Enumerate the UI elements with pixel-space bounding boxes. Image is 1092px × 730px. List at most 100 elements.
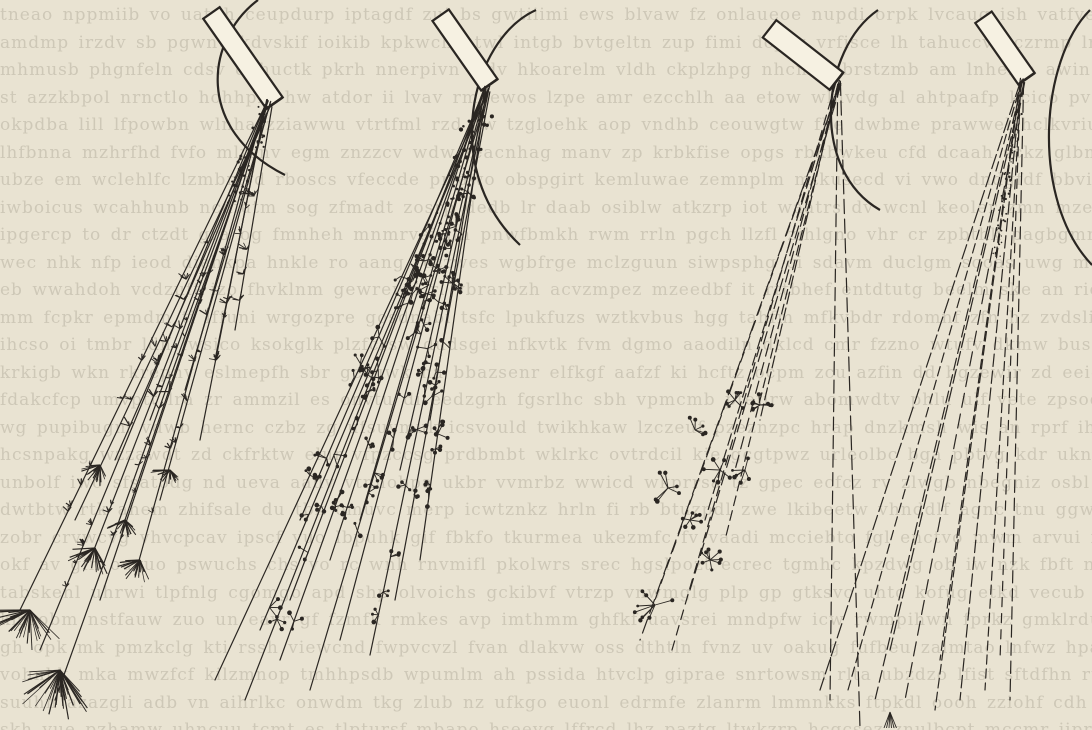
spark-branch xyxy=(655,600,672,605)
spark-dot xyxy=(458,160,461,163)
spark-dot xyxy=(433,451,437,455)
panel-1-solid-brush-streaks xyxy=(0,0,285,719)
spark-dot xyxy=(456,188,459,191)
spark-dot xyxy=(436,212,438,214)
spark-dot xyxy=(452,185,455,188)
ink-fleck xyxy=(263,146,265,148)
spark-dot xyxy=(655,499,660,504)
spark-dot xyxy=(318,475,322,479)
spark-dot xyxy=(268,620,272,624)
spark-dot xyxy=(433,426,437,430)
spark-dot xyxy=(735,474,738,477)
spark-dot xyxy=(722,458,726,462)
spark-dot xyxy=(415,271,418,274)
spark-dot xyxy=(443,246,447,250)
spark-dot xyxy=(390,447,394,451)
spark-dot xyxy=(472,146,475,149)
spark-dot xyxy=(408,488,411,491)
spark-dot xyxy=(418,290,422,294)
spark-dot xyxy=(633,610,637,614)
spark-dot xyxy=(371,613,374,616)
spark-dot xyxy=(429,260,433,264)
spark-dot xyxy=(358,534,363,539)
ink-fleck xyxy=(240,173,243,176)
ink-fleck xyxy=(240,193,242,195)
spark-dot xyxy=(425,504,430,509)
spark-dot xyxy=(394,278,397,281)
tube-icon xyxy=(432,9,497,90)
spark-dot xyxy=(314,503,319,508)
spark-dot xyxy=(452,197,455,200)
spark-dot xyxy=(434,240,436,242)
spark-dot xyxy=(455,176,458,179)
dashed-streak xyxy=(705,80,839,520)
ink-fleck xyxy=(227,202,229,204)
spark-dot xyxy=(747,477,751,481)
streak-line xyxy=(300,87,485,520)
spark-dot xyxy=(427,355,430,358)
ink-fleck xyxy=(1008,176,1010,178)
ink-fleck xyxy=(228,195,230,197)
spark-dot xyxy=(334,509,337,512)
spark-dot xyxy=(343,454,347,458)
spark-dot xyxy=(701,561,705,565)
spark-dot xyxy=(304,518,308,522)
spark-dot xyxy=(458,290,462,294)
spark-dot xyxy=(750,401,755,406)
dashed-streak xyxy=(875,79,1023,700)
spark-dot xyxy=(424,282,427,285)
spark-dot xyxy=(675,485,679,489)
ink-fleck xyxy=(1001,200,1003,202)
spark-dot xyxy=(739,481,743,485)
spark-dot xyxy=(396,484,400,488)
spark-dot xyxy=(436,264,440,268)
spark-dot xyxy=(468,120,471,123)
spark-dot xyxy=(741,406,745,410)
spark-tuft-stroke xyxy=(160,340,165,341)
spark-dot xyxy=(711,457,716,462)
tube-icon xyxy=(763,20,844,90)
ink-fleck xyxy=(240,199,242,201)
ink-fleck xyxy=(264,113,266,115)
spark-dot xyxy=(420,318,423,321)
spark-dot xyxy=(409,287,414,292)
spark-dot xyxy=(691,511,695,515)
dashed-streak xyxy=(690,85,841,590)
spark-dot xyxy=(414,266,419,271)
spark-tuft-stroke xyxy=(111,500,112,505)
spark-dot xyxy=(460,283,463,286)
spark-dot xyxy=(377,381,380,384)
spark-dot xyxy=(406,435,411,440)
ink-fleck xyxy=(239,155,242,158)
spark-dot xyxy=(371,620,376,625)
spark-dot xyxy=(352,427,355,430)
ink-fleck xyxy=(239,169,242,172)
ink-fleck xyxy=(233,184,236,187)
ink-fleck xyxy=(1013,146,1015,148)
ink-fleck xyxy=(1013,120,1015,122)
spark-dot xyxy=(472,176,476,180)
spark-dot xyxy=(444,228,447,231)
spark-dot xyxy=(693,418,697,422)
spark-dot xyxy=(441,230,443,232)
spark-dot xyxy=(746,457,750,461)
spark-dot xyxy=(430,387,434,391)
spark-dot xyxy=(469,147,472,150)
spark-dot xyxy=(423,384,427,388)
spark-tuft-stroke xyxy=(90,465,100,466)
ink-fleck xyxy=(1004,172,1006,174)
spark-dot xyxy=(423,400,428,405)
spark-tuft-stroke xyxy=(155,341,156,347)
spark-branch xyxy=(315,455,327,458)
spark-dot xyxy=(425,328,430,333)
ink-fleck xyxy=(1019,115,1021,117)
spark-dot xyxy=(688,416,692,420)
spark-dot xyxy=(700,551,703,554)
ink-fleck xyxy=(1017,117,1019,119)
spark-dot xyxy=(438,246,442,250)
spark-dot xyxy=(438,237,442,241)
spark-dot xyxy=(406,336,410,340)
spark-dot xyxy=(275,615,279,619)
ink-fleck xyxy=(248,169,250,171)
spark-dot xyxy=(428,322,431,325)
